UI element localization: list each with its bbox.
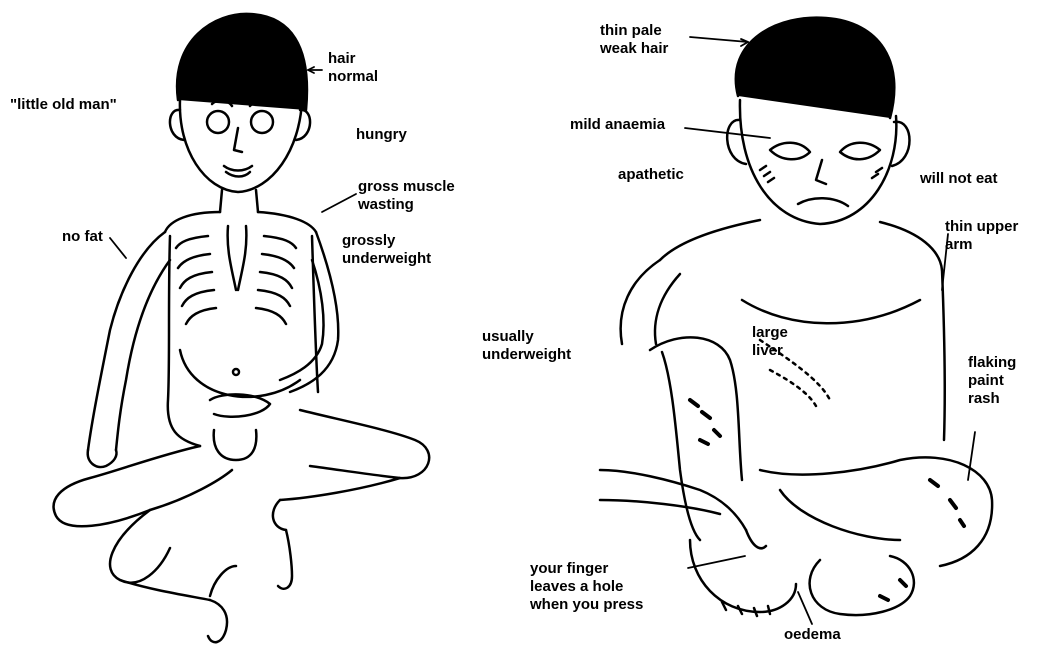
leader-no-fat xyxy=(110,238,126,258)
label-line: thin pale xyxy=(600,22,668,40)
label-line: when you press xyxy=(530,596,643,614)
label-line: gross muscle xyxy=(358,178,472,196)
leader-oedema xyxy=(798,592,812,624)
label-hungry: hungry xyxy=(356,126,407,144)
label-line: weak hair xyxy=(600,40,668,58)
label-line: liver xyxy=(752,342,788,360)
label-thin-upper-arm: thin upper arm xyxy=(945,218,1018,254)
leader-finger xyxy=(688,556,745,568)
label-no-fat: no fat xyxy=(62,228,103,246)
label-line: grossly xyxy=(342,232,431,250)
label-line: thin upper xyxy=(945,218,1018,236)
right-child-drawing xyxy=(600,18,992,616)
label-line: flaking xyxy=(968,354,1016,372)
label-apathetic: apathetic xyxy=(618,166,684,184)
label-large-liver: large liver xyxy=(752,324,788,360)
label-line: underweight xyxy=(342,250,431,268)
label-your-finger-leaves-a-hole: your finger leaves a hole when you press xyxy=(530,560,643,614)
label-line: large xyxy=(752,324,788,342)
label-line: rash xyxy=(968,390,1016,408)
label-usually-underweight: usually underweight xyxy=(482,328,571,364)
label-line: hair xyxy=(328,50,378,68)
label-oedema: oedema xyxy=(784,626,841,644)
label-line: arm xyxy=(945,236,1018,254)
leader-rash xyxy=(968,432,975,480)
label-little-old-man: "little old man" xyxy=(10,96,117,114)
label-line: underweight xyxy=(482,346,571,364)
label-grossly-underweight: grossly underweight xyxy=(342,232,431,268)
label-will-not-eat: will not eat xyxy=(920,170,998,188)
label-line: leaves a hole xyxy=(530,578,643,596)
leader-thin-hair xyxy=(690,37,748,42)
label-mild-anaemia: mild anaemia xyxy=(570,116,665,134)
label-thin-pale-weak-hair: thin pale weak hair xyxy=(600,22,668,58)
label-line: wasting xyxy=(358,196,472,214)
label-line: paint xyxy=(968,372,1016,390)
label-line: usually xyxy=(482,328,571,346)
label-line: your finger xyxy=(530,560,643,578)
label-gross-muscle-wasting: gross muscle wasting xyxy=(358,178,472,214)
leader-muscle-wasting xyxy=(322,194,356,212)
label-flaking-paint-rash: flaking paint rash xyxy=(968,354,1016,408)
label-hair-normal: hair normal xyxy=(328,50,378,86)
label-line: normal xyxy=(328,68,378,86)
